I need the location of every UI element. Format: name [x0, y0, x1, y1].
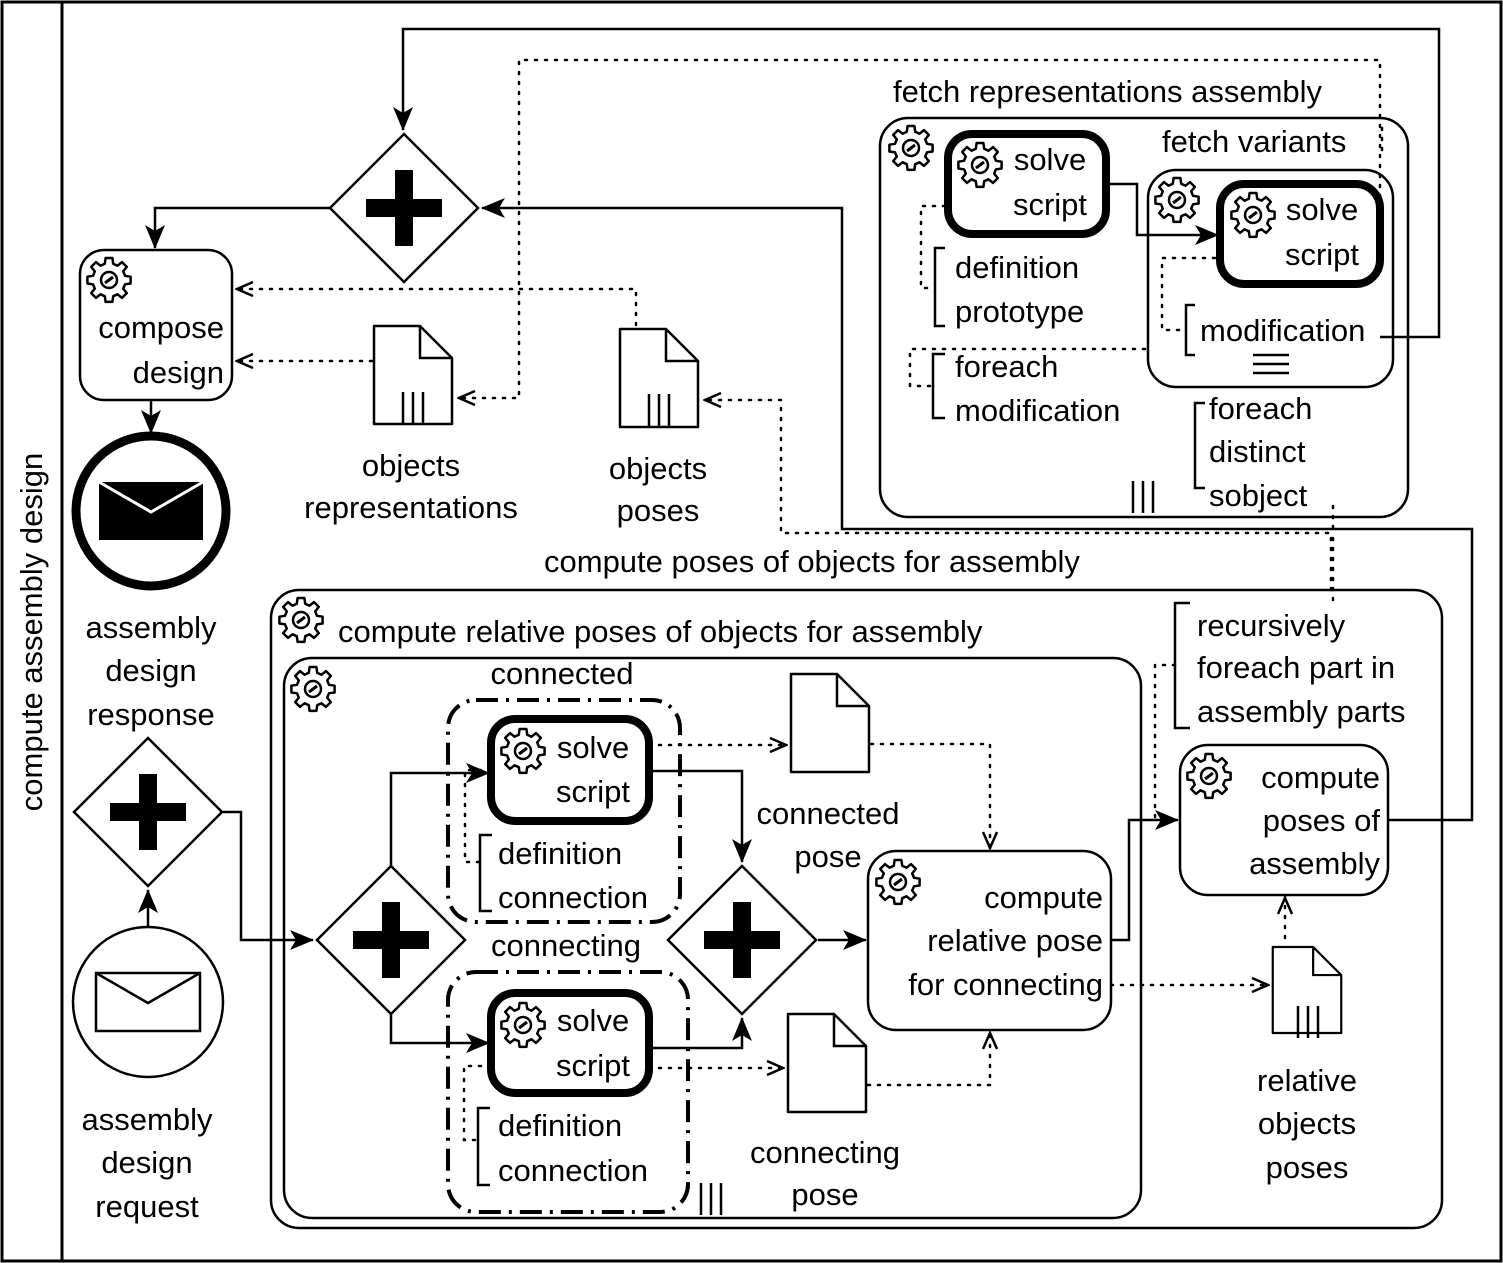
sequential-multi-instance-marker	[1253, 353, 1289, 375]
association	[919, 204, 947, 290]
gear-icon	[499, 727, 547, 775]
annotation-bracket	[931, 352, 945, 420]
annotation-bracket	[476, 1106, 490, 1187]
annotation-definition-connection-line-1: definition	[498, 836, 622, 871]
annotation-definition-connection-line-2: connection	[498, 1153, 648, 1188]
fetch-representations-label: fetch representations assembly	[893, 74, 1323, 109]
solve-script-line-1: solve	[557, 730, 629, 765]
sequence-flow	[1106, 182, 1219, 245]
compute-relative-pose-line-3: for connecting	[908, 967, 1103, 1002]
gear-icon	[887, 124, 935, 172]
relative-objects-poses-line-1: relative	[1257, 1063, 1357, 1098]
association	[1160, 256, 1217, 332]
gear-icon	[1229, 191, 1277, 239]
solve-script-line-1: solve	[557, 1003, 629, 1038]
connected-pose-line-2: pose	[794, 839, 861, 874]
annotation-foreach-modification-line-1: foreach	[955, 349, 1058, 384]
annotation-foreach-distinct-line-3: sobject	[1209, 478, 1308, 513]
annotation-bracket	[933, 246, 945, 328]
associations	[234, 58, 1384, 1142]
solve-script-line-2: script	[556, 1048, 630, 1083]
annotation-recursively-line-2: foreach part in	[1197, 650, 1395, 685]
pool-label: compute assembly design	[14, 453, 49, 811]
end-event-label-line-1: assembly	[86, 610, 217, 645]
group-connecting-label: connecting	[491, 928, 641, 963]
connecting-pose-line-2: pose	[791, 1177, 858, 1212]
annotation-definition-connection-line-2: connection	[498, 880, 648, 915]
annotation-foreach-distinct-line-2: distinct	[1209, 434, 1306, 469]
objects-representations-line-1: objects	[362, 448, 460, 483]
gear-icon	[1185, 752, 1233, 800]
gear-icon	[1153, 176, 1201, 224]
annotation-bracket	[1184, 303, 1195, 357]
objects-representations-line-2: representations	[304, 490, 518, 525]
compute-poses-assembly-line-2: poses of	[1263, 803, 1381, 838]
annotation-bracket	[1193, 401, 1205, 490]
relative-objects-poses-line-2: objects	[1258, 1106, 1356, 1141]
relative-objects-poses-line-3: poses	[1266, 1150, 1349, 1185]
parallel-multi-instance-marker	[1131, 481, 1155, 513]
annotation-definition-prototype-line-2: prototype	[955, 294, 1084, 329]
envelope-icon	[94, 971, 202, 1033]
compute-poses-assembly-line-1: compute	[1261, 760, 1380, 795]
group-connected-label: connected	[490, 656, 633, 691]
start-event-label-line-1: assembly	[82, 1102, 213, 1137]
compute-relative-pose-line-2: relative pose	[927, 923, 1103, 958]
objects-poses-line-2: poses	[617, 493, 700, 528]
annotation-bracket	[478, 833, 492, 913]
annotation-recursively-line-1: recursively	[1197, 608, 1346, 643]
envelope-icon	[98, 480, 204, 540]
group-connected	[446, 698, 682, 924]
parallel-multi-instance-marker	[699, 1183, 723, 1215]
gear-icon	[85, 256, 133, 304]
annotation-definition-connection-line-1: definition	[498, 1108, 622, 1143]
compute-relative-poses-label: compute relative poses of objects for as…	[338, 614, 983, 649]
gear-icon	[289, 665, 337, 713]
collection-marker	[401, 392, 425, 424]
annotation-recursively-line-3: assembly parts	[1197, 694, 1405, 729]
gear-icon	[956, 141, 1004, 189]
parallel-gateway-split[interactable]	[72, 736, 224, 888]
group-connecting	[446, 970, 690, 1214]
collection-marker	[1296, 1006, 1320, 1038]
fetch-variants-label: fetch variants	[1162, 124, 1346, 159]
end-event-label-line-2: design	[105, 653, 196, 688]
collection-marker	[647, 394, 671, 426]
compose-design-line-1: compose	[98, 310, 224, 345]
start-event-label-line-2: design	[101, 1145, 192, 1180]
connected-pose-line-1: connected	[756, 796, 899, 831]
gear-icon	[277, 596, 325, 644]
compute-poses-label: compute poses of objects for assembly	[544, 544, 1080, 579]
annotation-foreach-distinct-line-1: foreach	[1209, 391, 1312, 426]
sequence-flows	[138, 27, 1474, 1053]
annotation-modification: modification	[1200, 313, 1365, 348]
annotation-foreach-modification-line-2: modification	[955, 393, 1120, 428]
start-event-label-line-3: request	[95, 1189, 199, 1224]
gear-icon	[499, 1001, 547, 1049]
compose-design-line-2: design	[133, 355, 224, 390]
solve-script-line-2: script	[556, 774, 630, 809]
solve-script-line-2: script	[1285, 237, 1359, 272]
end-event-label-line-3: response	[87, 697, 215, 732]
objects-poses-line-1: objects	[609, 451, 707, 486]
solve-script-line-1: solve	[1286, 192, 1358, 227]
compute-poses-assembly-line-3: assembly	[1249, 846, 1380, 881]
gear-icon	[874, 858, 922, 906]
annotation-definition-prototype-line-1: definition	[955, 250, 1079, 285]
connecting-pose-line-1: connecting	[750, 1135, 900, 1170]
solve-script-line-2: script	[1013, 187, 1087, 222]
compute-relative-pose-line-1: compute	[984, 880, 1103, 915]
solve-script-line-1: solve	[1014, 142, 1086, 177]
parallel-gateway-join[interactable]	[328, 132, 480, 284]
